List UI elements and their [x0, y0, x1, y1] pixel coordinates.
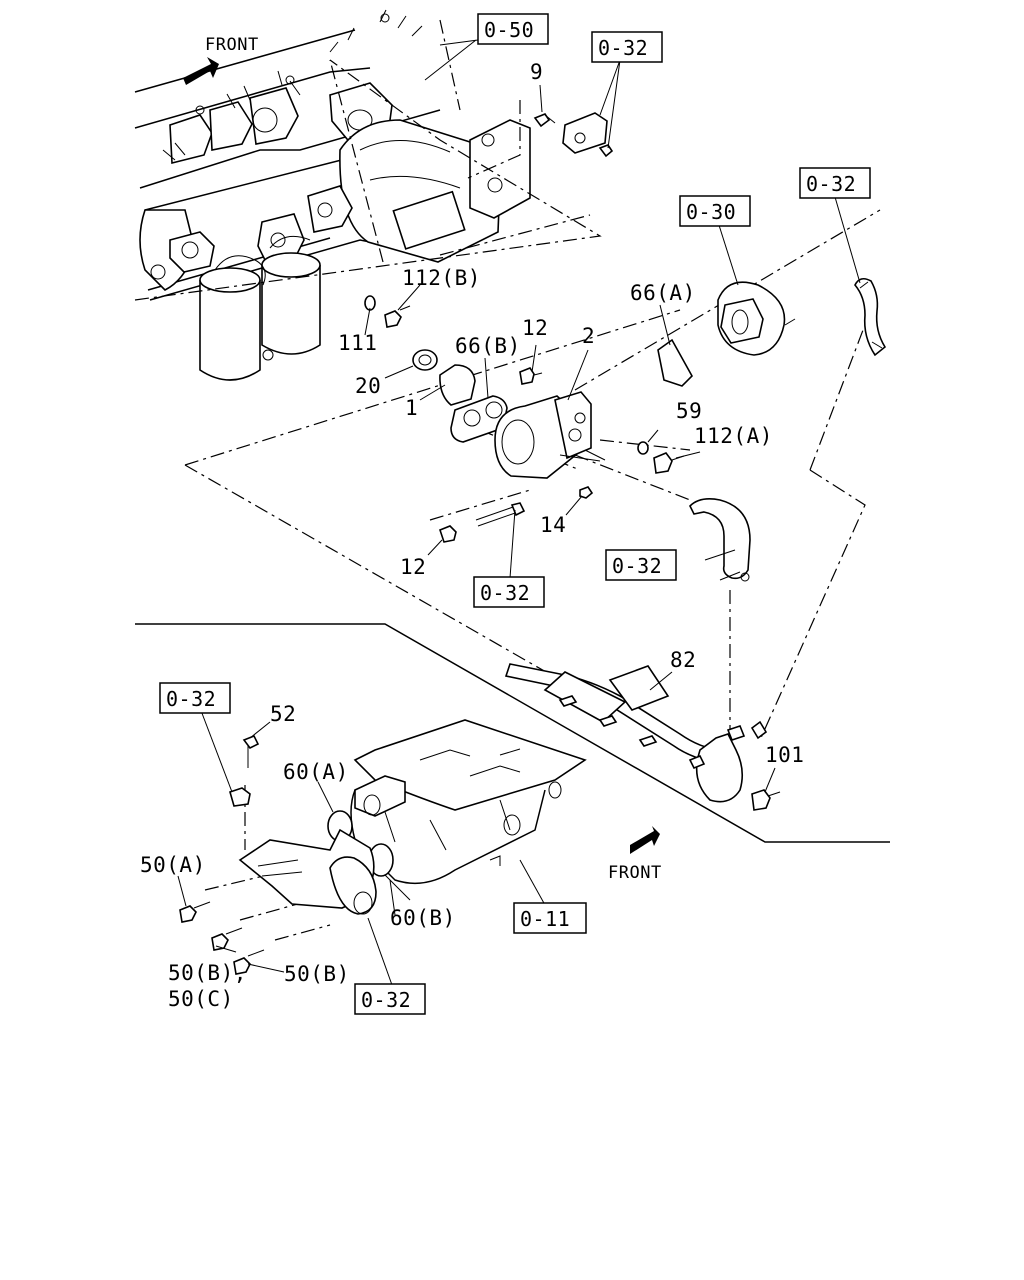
callout-labels: 9 112(B) 111 66(A) 12 66(B) 2 20 1 59 11…	[140, 60, 804, 1011]
callout-12-bottom: 12	[400, 555, 426, 579]
egr-cooler-drawing	[717, 277, 887, 357]
ref-box-label: 0-32	[612, 554, 662, 578]
callout-82: 82	[670, 648, 696, 672]
callout-112a: 112(A)	[694, 424, 773, 448]
exhaust-manifold-drawing	[134, 9, 531, 301]
ref-box-0-32-bottom: 0-32	[354, 983, 426, 1015]
ref-box-label: 0-30	[686, 200, 736, 224]
callout-59: 59	[676, 399, 702, 423]
callout-101: 101	[765, 743, 804, 767]
callout-9: 9	[530, 60, 543, 84]
callout-50a: 50(A)	[140, 853, 206, 877]
oil-filter-drawing	[199, 235, 321, 381]
ref-box-label: 0-32	[598, 36, 648, 60]
egr-valve-drawing	[364, 112, 693, 543]
callout-66b: 66(B)	[455, 334, 521, 358]
callout-50b: 50(B)	[284, 962, 350, 986]
dash-boundaries	[134, 19, 881, 941]
callout-66a: 66(A)	[630, 281, 696, 305]
callout-60a: 60(A)	[283, 760, 349, 784]
ref-box-0-32-pin: 0-32	[473, 576, 545, 608]
ref-box-0-11: 0-11	[513, 902, 587, 934]
ref-box-0-32-top: 0-32	[591, 31, 663, 63]
water-hose-drawing	[689, 498, 751, 582]
callout-12-top: 12	[522, 316, 548, 340]
front-label-top: FRONT	[205, 35, 259, 55]
water-pipe-drawing	[504, 663, 781, 811]
ref-box-label: 0-32	[361, 988, 411, 1012]
leader-lines	[177, 39, 861, 986]
callout-2: 2	[582, 324, 595, 348]
ref-box-label: 0-11	[520, 907, 570, 931]
callout-60b: 60(B)	[390, 906, 456, 930]
ref-box-0-30: 0-30	[679, 195, 751, 227]
callout-112b: 112(B)	[402, 266, 481, 290]
front-arrow-top: FRONT	[183, 35, 259, 85]
callout-111: 111	[338, 331, 377, 355]
ref-box-0-50: 0-50	[477, 13, 549, 45]
callout-52: 52	[270, 702, 296, 726]
ref-box-label: 0-32	[806, 172, 856, 196]
cylinder-head-drawing	[135, 623, 890, 885]
ref-box-0-32-right: 0-32	[799, 167, 871, 199]
front-label-bottom: FRONT	[608, 863, 662, 883]
callout-1: 1	[405, 396, 418, 420]
front-arrow-bottom: FRONT	[608, 826, 662, 883]
ref-box-0-32-left: 0-32	[159, 682, 231, 714]
callout-50c: 50(C)	[168, 987, 234, 1011]
thermostat-housing-drawing	[179, 734, 377, 975]
callout-50b-50c: 50(B),	[168, 961, 247, 985]
callout-20: 20	[355, 374, 381, 398]
callout-14: 14	[540, 513, 566, 537]
ref-box-label: 0-32	[480, 581, 530, 605]
ref-box-label: 0-50	[484, 18, 534, 42]
ref-box-0-32-hose: 0-32	[605, 549, 677, 581]
ref-box-label: 0-32	[166, 687, 216, 711]
